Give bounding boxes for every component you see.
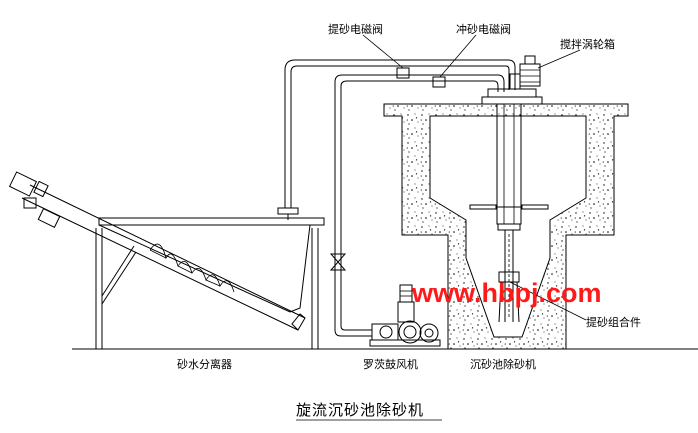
sand-lift-valve: [396, 67, 410, 79]
watermark: www.hbpj.com: [411, 278, 602, 308]
blower-label: 罗茨鼓风机: [363, 357, 418, 371]
roots-blower: [369, 284, 441, 347]
sand-lift-valve-label: 提砂电磁阀: [328, 22, 383, 36]
sand-flush-valve: [432, 76, 446, 88]
separator-label: 砂水分离器: [177, 357, 232, 371]
gearbox-label: 搅拌涡轮箱: [560, 37, 615, 51]
sand-flush-valve-label: 冲砂电磁阀: [456, 22, 511, 36]
air-pipe: [329, 253, 372, 337]
leader-lines: [362, 34, 587, 321]
sand-lift-assembly-label: 提砂组合件: [586, 315, 641, 329]
butterfly-valve-icon: [329, 253, 347, 271]
diagram-title: 旋流沉砂池除砂机: [296, 401, 424, 419]
sand-water-separator: [8, 171, 325, 349]
grit-remover-label: 沉砂池除砂机: [470, 357, 536, 371]
gearbox: [481, 55, 543, 105]
impeller-shaft: [469, 103, 549, 323]
concrete-chamber: [383, 103, 629, 350]
